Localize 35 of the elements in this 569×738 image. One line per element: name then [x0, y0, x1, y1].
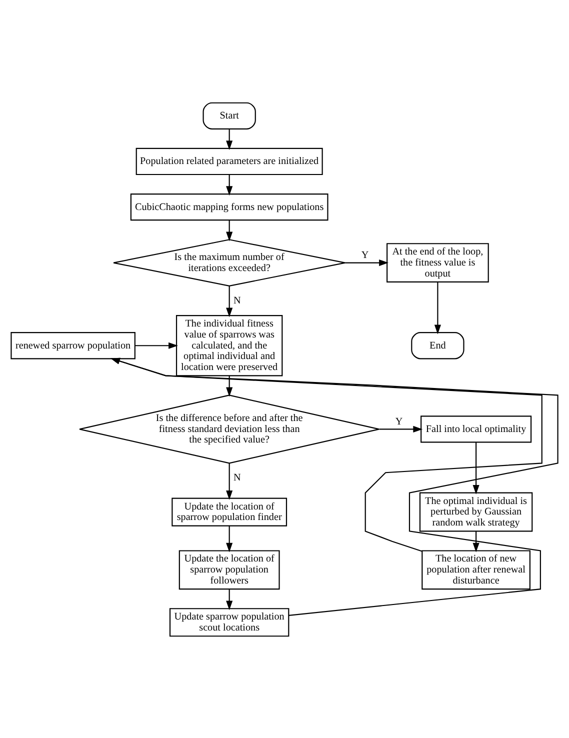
arrow	[226, 174, 233, 196]
node-box: Fall into local optimality	[420, 415, 532, 442]
node-box: Population related parameters are initialized	[136, 147, 323, 175]
arrow	[110, 357, 558, 616]
arrow	[434, 281, 441, 334]
node-box: CubicChaotic mapping forms new populations	[130, 193, 328, 220]
node-box: Update the location of sparrow population followers	[178, 550, 280, 590]
node-box: Update the location of sparrow population finder	[172, 497, 288, 526]
node-box: At the end of the loop, the fitness value is output	[386, 242, 489, 282]
arrow	[226, 588, 233, 610]
arrow	[226, 525, 233, 552]
node-diamond: Is the maximum number of iterations exceeded?	[113, 238, 346, 286]
node-box: The individual fitness value of sparrows was calculated, and the optimal individual and location were preserved	[176, 314, 283, 376]
arrow	[226, 220, 233, 241]
node-box: Update sparrow population scout locations	[169, 608, 290, 636]
node-box: The location of new population after renewal disturbance	[422, 550, 530, 590]
node-box: End	[411, 332, 464, 359]
arrow	[226, 285, 233, 317]
arrow	[379, 425, 423, 432]
edge-label: Y	[395, 416, 402, 427]
arrow	[226, 462, 233, 500]
arrow	[472, 530, 480, 552]
arrow	[226, 375, 233, 396]
edge-label: N	[233, 472, 241, 484]
node-box: renewed sparrow population	[10, 332, 136, 359]
node-diamond: Is the difference before and after the fitness standard deviation less than the specified value?	[79, 394, 380, 464]
arrow	[226, 128, 233, 150]
arrow	[110, 357, 542, 552]
node-box: Start	[202, 102, 256, 129]
node-box: The optimal individual is perturbed by Gaussian random walk strategy	[419, 492, 533, 532]
arrow	[134, 342, 178, 348]
edge-label: N	[233, 294, 241, 306]
arrow	[345, 259, 388, 266]
edge-label: Y	[361, 249, 368, 260]
arrow	[472, 442, 480, 494]
